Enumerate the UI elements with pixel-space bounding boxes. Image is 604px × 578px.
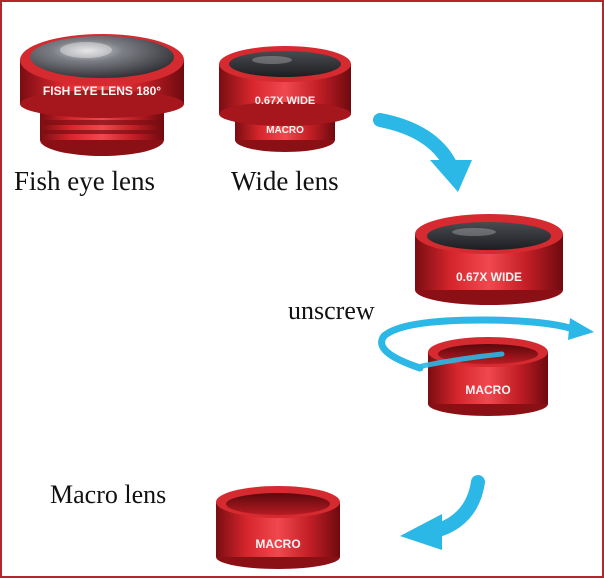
separated-wide-marking: 0.67X WIDE: [456, 270, 522, 284]
unscrew-label: unscrew: [288, 296, 375, 325]
macro-lens-label: Macro lens: [50, 480, 167, 509]
macro-lens-bottom-marking: MACRO: [255, 537, 300, 551]
macro-ring-middle: MACRO: [428, 337, 548, 416]
rotate-arrow-icon: [378, 316, 594, 372]
wide-lens: 0.67X WIDE MACRO: [219, 46, 351, 152]
wide-lens-macro-marking: MACRO: [266, 125, 304, 136]
wide-lens-marking: 0.67X WIDE: [255, 95, 316, 107]
arrow-down-left-icon: [400, 475, 485, 550]
fisheye-lens-marking: FISH EYE LENS 180°: [43, 84, 161, 98]
wide-lens-separated: 0.67X WIDE: [415, 214, 563, 305]
fisheye-lens-label: Fish eye lens: [14, 166, 155, 196]
macro-lens-bottom: MACRO: [216, 486, 340, 569]
macro-ring-middle-marking: MACRO: [465, 383, 510, 397]
fisheye-lens: FISH EYE LENS 180°: [20, 34, 184, 156]
arrow-down-right-icon: [373, 113, 472, 192]
wide-lens-label: Wide lens: [231, 166, 339, 196]
